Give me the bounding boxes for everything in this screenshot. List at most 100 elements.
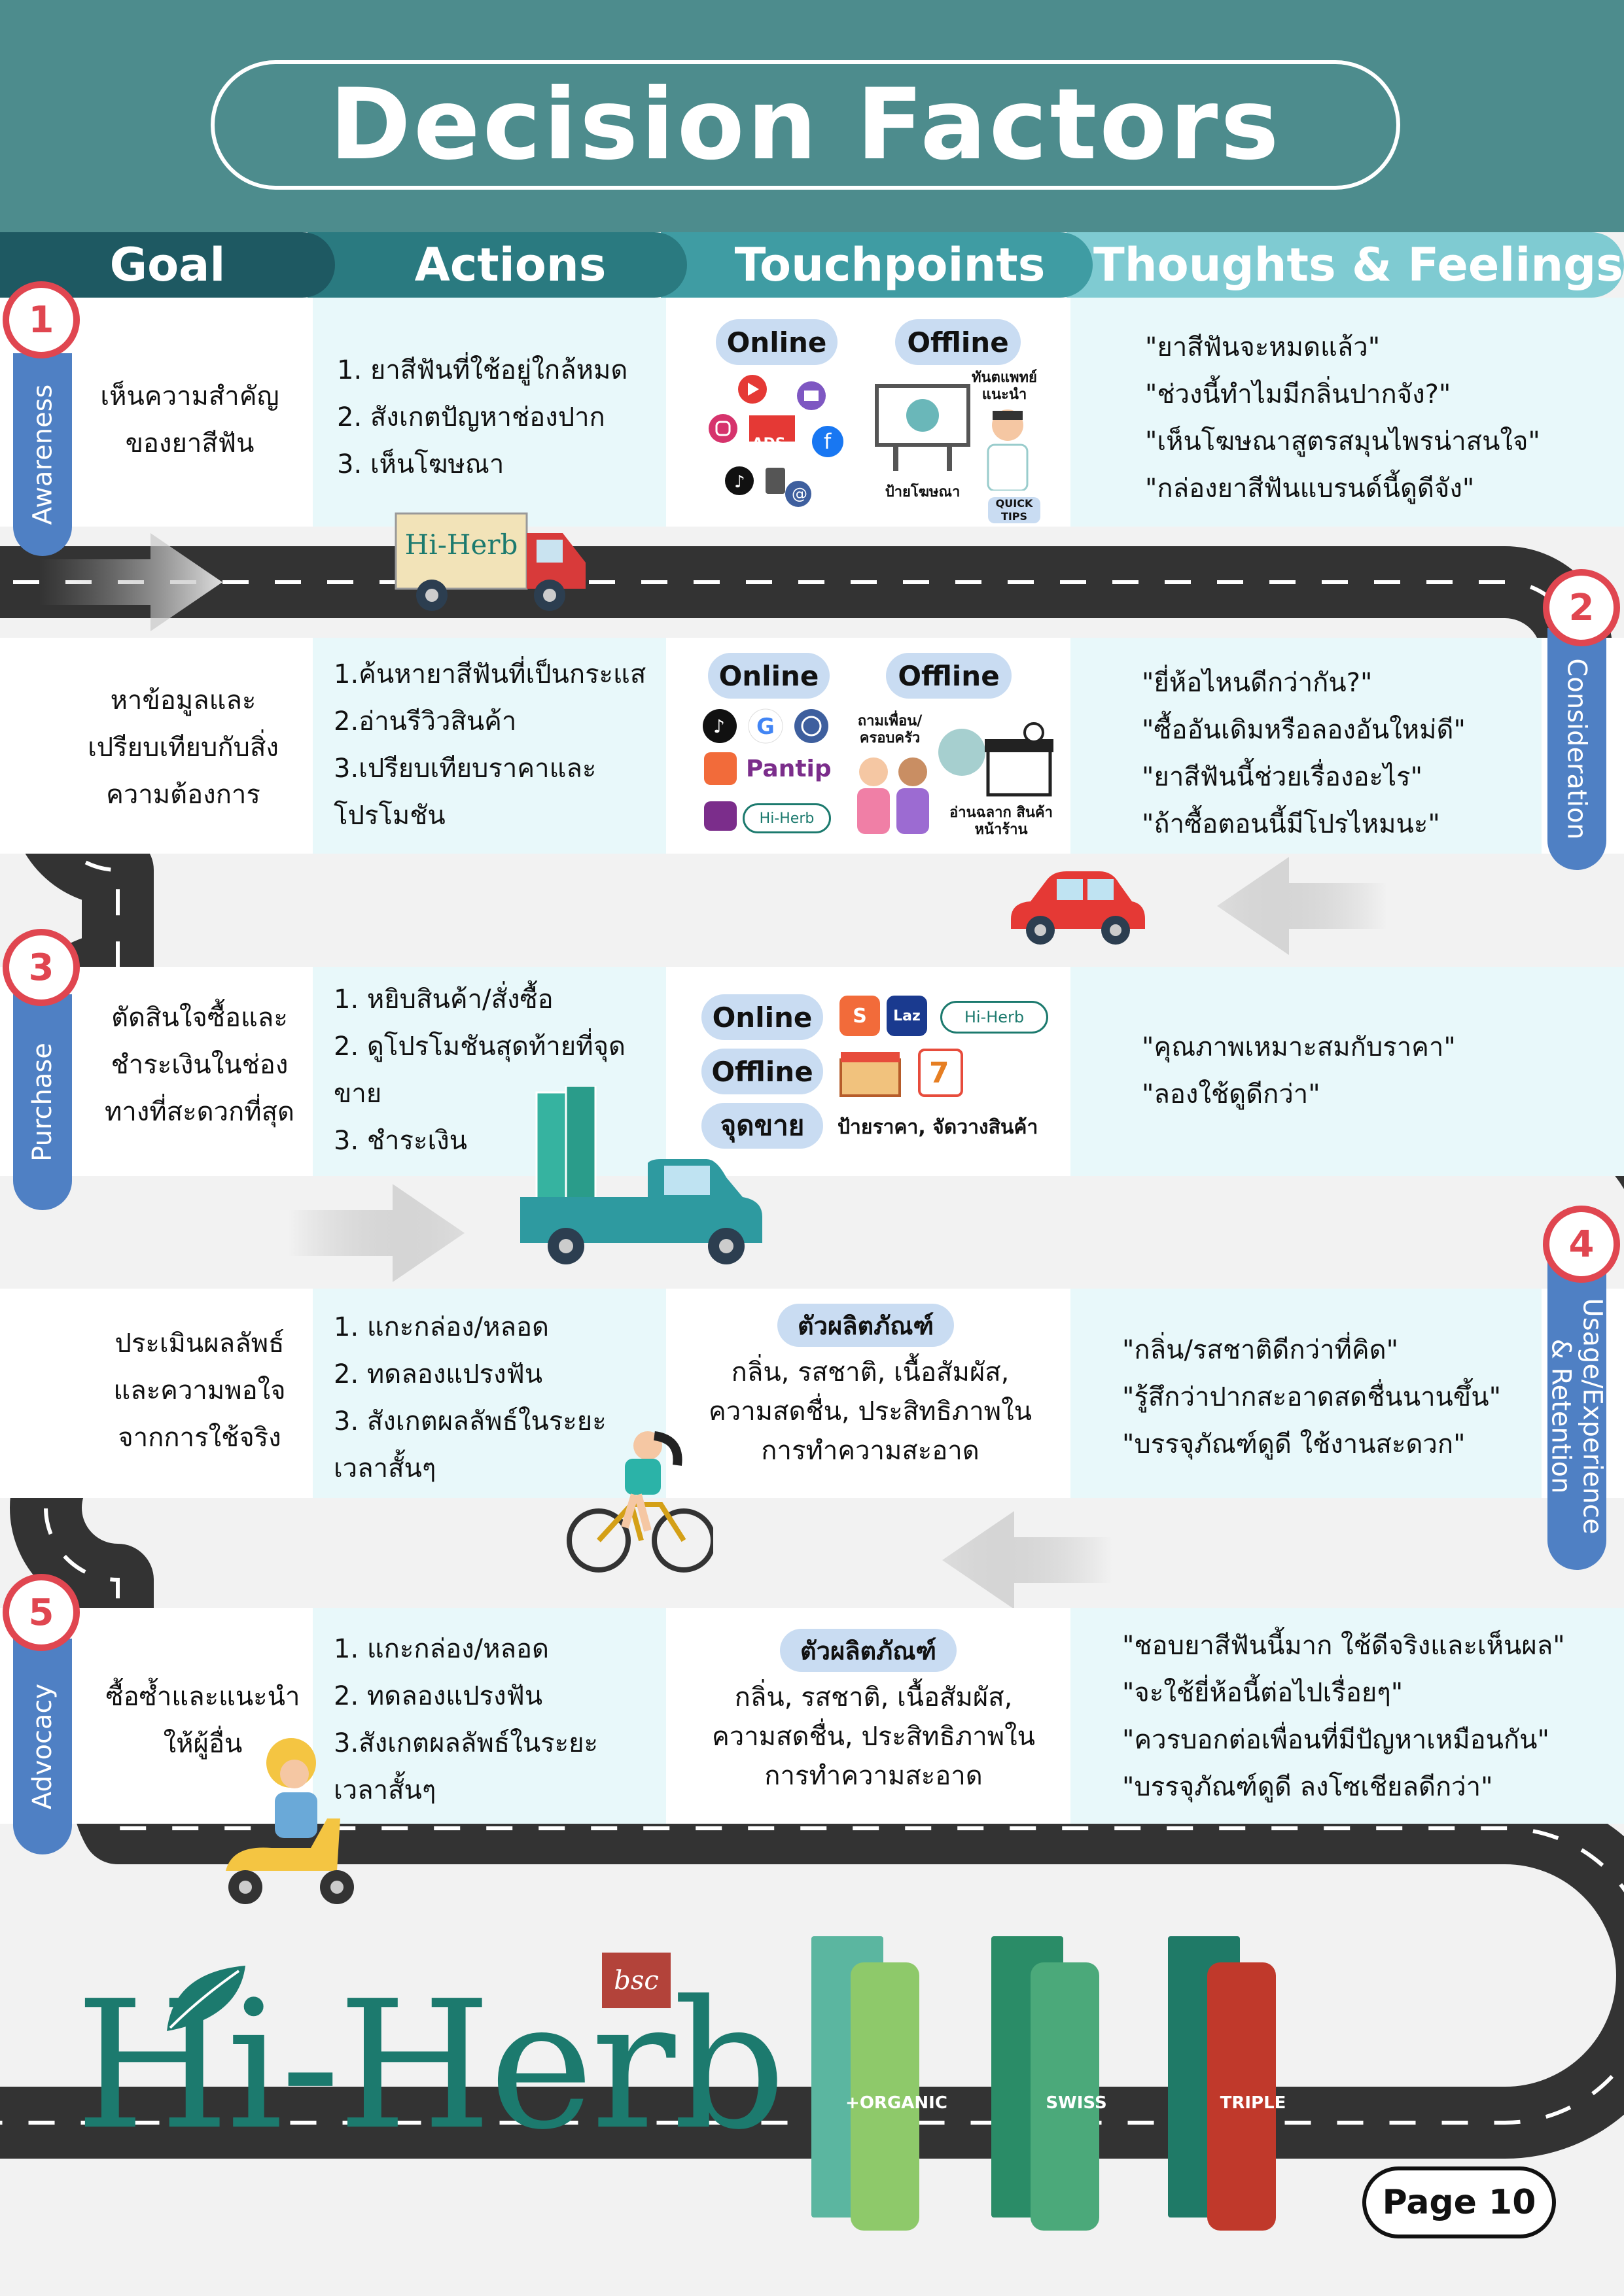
goal-line: และความพอใจ <box>113 1376 286 1406</box>
goal-line: ประเมินผลลัพธ์ <box>115 1329 285 1359</box>
thoughts-cell-bg <box>1070 638 1542 854</box>
pickup-truck-icon <box>520 1086 762 1264</box>
action-item: 3. ชำระเงิน <box>334 1126 468 1156</box>
actions-cell-bg <box>313 1289 666 1498</box>
actions-list: 1. ยาสีฟันที่ใช้อยู่ใกล้หมด 2. สังเกตปัญ… <box>337 347 664 488</box>
detail-line: การทำความสะอาด <box>764 1761 983 1791</box>
action-item: 1. หยิบสินค้า/สั่งซื้อ <box>334 984 554 1015</box>
stage-number: 3 <box>28 946 54 989</box>
pill-label: Offline <box>898 659 1000 692</box>
thoughts-list: "ยี่ห้อไหนดีกว่ากัน?" "ซื้ออันเดิมหรือลอ… <box>1142 659 1547 848</box>
offline-pill: Offline <box>886 653 1012 699</box>
thought-line: "เห็นโฆษณาสูตรสมุนไพรน่าสนใจ" <box>1145 426 1540 457</box>
goal-line: เปรียบเทียบกับสิ่ง <box>88 733 279 763</box>
stage-name: Advocacy <box>27 1683 58 1810</box>
thought-line: "กล่องยาสีฟันแบรนด์นี้ดูดีจัง" <box>1145 474 1475 504</box>
actions-cell-bg <box>313 298 666 527</box>
billboard-icon <box>875 384 970 471</box>
pill-label: Online <box>718 659 819 692</box>
page-title: Decision Factors <box>329 68 1282 182</box>
thought-line: "ถ้าซื้อตอนนี้มีโปรไหมนะ" <box>1142 809 1440 839</box>
stage-number-badge: 5 <box>3 1574 80 1651</box>
thoughts-list: "กลิ่น/รสชาติดีกว่าที่คิด" "รู้สึกว่าปาก… <box>1122 1327 1547 1468</box>
svg-text:@: @ <box>792 485 807 503</box>
goal-text: เห็นความสำคัญ ของยาสีฟัน <box>85 373 294 467</box>
column-label: Touchpoints <box>734 238 1046 292</box>
goal-line: ซื้อซ้ำและแนะนำ <box>105 1682 300 1712</box>
pos-pill: จุดขาย <box>701 1103 823 1149</box>
stage-name: Purchase <box>27 1043 58 1162</box>
online-apps-icon: ♪ G <box>703 708 828 831</box>
pill-label: จุดขาย <box>720 1109 805 1141</box>
stage-number-badge: 3 <box>3 929 80 1006</box>
goal-line: ชำระเงินในช่อง <box>111 1050 289 1080</box>
thought-line: "ยี่ห้อไหนดีกว่ากัน?" <box>1142 668 1373 698</box>
column-header-touchpoints: Touchpoints <box>661 232 1093 298</box>
social-media-cluster-icon: f ♪ @ <box>709 375 843 507</box>
action-item: 1. แกะกล่อง/หลอด <box>334 1312 550 1342</box>
stage-number: 5 <box>28 1591 54 1634</box>
pos-detail: ป้ายราคา, จัดวางสินค้า <box>838 1116 1038 1139</box>
quick-tips-badge: QUICK TIPS <box>988 497 1040 523</box>
action-item: โปรโมชัน <box>334 801 446 831</box>
stage-name: Usage/Experience & Retention <box>1546 1298 1608 1535</box>
column-header-thoughts: Thoughts & Feelings <box>1067 232 1624 298</box>
stage-label-usage: Usage/Experience & Retention <box>1546 1262 1608 1570</box>
goal-text: ตัดสินใจซื้อและ ชำระเงินในช่อง ทางที่สะด… <box>85 994 314 1136</box>
thoughts-cell-bg <box>1070 1289 1542 1498</box>
pill-label: ตัวผลิตภัณฑ์ <box>800 1636 937 1665</box>
pill-label: ตัวผลิตภัณฑ์ <box>797 1311 934 1340</box>
hiherb-mini-logo: Hi-Herb <box>940 1001 1048 1034</box>
thought-line: "บรรจุภัณฑ์ดูดี ใช้งานสะดวก" <box>1122 1429 1466 1459</box>
actions-cell-bg <box>313 638 666 854</box>
column-label: Actions <box>414 238 607 292</box>
column-label: Goal <box>109 238 226 292</box>
action-item: 2. ดูโปรโมชันสุดท้ายที่จุด <box>334 1032 626 1062</box>
detail-line: ความสดชื่น, ประสิทธิภาพใน <box>709 1397 1032 1427</box>
thought-line: "ควรบอกต่อเพื่อนที่มีปัญหาเหมือนกัน" <box>1122 1725 1549 1755</box>
pill-label: Online <box>726 326 827 358</box>
bsc-text: bsc <box>614 1965 659 1996</box>
red-car-icon <box>1011 871 1145 945</box>
thought-line: "ลองใช้ดูดีกว่า" <box>1142 1079 1320 1109</box>
friends-label: ถามเพื่อน/ ครอบครัว <box>857 713 923 746</box>
action-item: ขาย <box>334 1079 382 1109</box>
thoughts-list: "คุณภาพเหมาะสมกับราคา" "ลองใช้ดูดีกว่า" <box>1142 1024 1600 1118</box>
svg-text:♪: ♪ <box>734 472 745 492</box>
actions-list: 1. แกะกล่อง/หลอด 2. ทดลองแปรงฟัน 3. สังเ… <box>334 1304 674 1492</box>
detail-line: ความสดชื่น, ประสิทธิภาพใน <box>712 1722 1035 1752</box>
goal-text: ประเมินผลลัพธ์ และความพอใจ จากการใช้จริง <box>85 1320 314 1461</box>
stage-number-badge: 2 <box>1543 569 1620 646</box>
dentist-icon <box>987 409 1029 491</box>
thought-line: "ยาสีฟันจะหมดแล้ว" <box>1145 332 1381 362</box>
stage-number: 1 <box>28 298 54 341</box>
stage-number-badge: 1 <box>3 281 80 358</box>
action-item: 2. ทดลองแปรงฟัน <box>334 1359 543 1389</box>
label-read-caption: อ่านฉลาก สินค้าหน้าร้าน <box>949 805 1053 838</box>
product-variant: +ORGANIC <box>845 2093 947 2113</box>
thought-line: "ซื้ออันเดิมหรือลองอันใหม่ดี" <box>1142 715 1466 745</box>
offline-pill: Offline <box>895 319 1021 365</box>
actions-list: 1. แกะกล่อง/หลอด 2. ทดลองแปรงฟัน 3.สังเก… <box>334 1626 674 1814</box>
stage-label-advocacy: Advocacy <box>13 1639 72 1854</box>
action-item: 1.ค้นหายาสีฟันที่เป็นกระแส <box>334 659 646 689</box>
action-item: 2.อ่านรีวิวสินค้า <box>334 706 517 737</box>
thought-line: "คุณภาพเหมาะสมกับราคา" <box>1142 1032 1456 1062</box>
goal-line: จากการใช้จริง <box>118 1423 281 1453</box>
online-pill: Online <box>708 653 830 699</box>
friends-icon <box>857 757 929 834</box>
thoughts-cell-bg <box>1070 298 1624 527</box>
offline-pill: Offline <box>701 1049 823 1094</box>
ads-badge: ADS <box>752 436 786 452</box>
product-pill: ตัวผลิตภัณฑ์ <box>777 1304 954 1347</box>
doctor-label: ทันตแพทย์ แนะนำ <box>972 370 1037 403</box>
page-number: Page 10 <box>1382 2183 1536 2222</box>
truck-logo: Hi-Herb <box>404 529 518 561</box>
pill-label: Online <box>712 1001 813 1034</box>
stage-number: 4 <box>1568 1223 1595 1266</box>
shopee-icon: S <box>839 996 880 1036</box>
detail-line: กลิ่น, รสชาติ, เนื้อสัมผัส, <box>731 1357 1010 1387</box>
goal-line: เห็นความสำคัญ <box>100 381 279 411</box>
action-item: 1. ยาสีฟันที่ใช้อยู่ใกล้หมด <box>337 355 628 385</box>
billboard-label: ป้ายโฆษณา <box>885 484 961 500</box>
